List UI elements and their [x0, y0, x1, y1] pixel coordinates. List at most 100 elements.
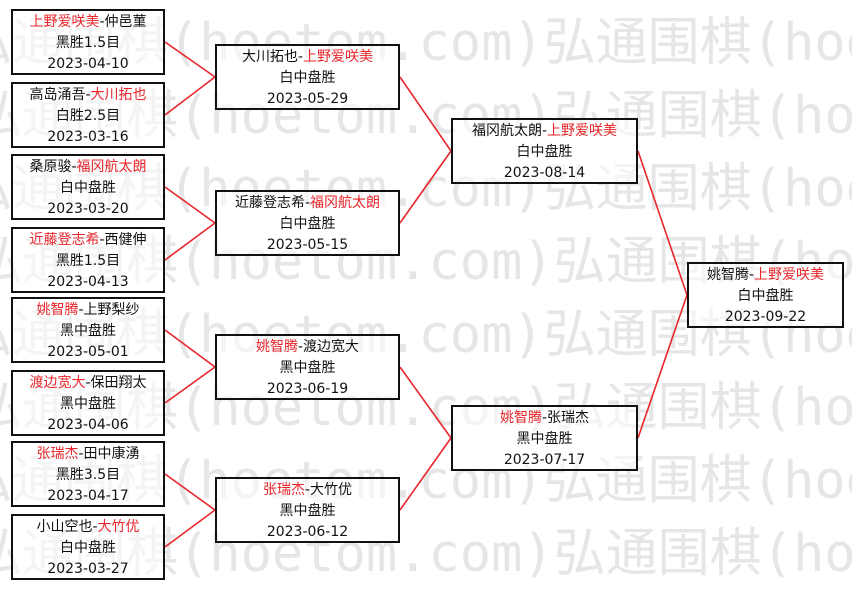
match-players: 姚智腾-张瑞杰 [453, 408, 636, 429]
connector-r1-2 [164, 76, 216, 116]
player-separator: - [304, 482, 311, 498]
player-2-name: 福冈航太朗 [76, 159, 147, 175]
match-box-r1-7: 张瑞杰-田中康湧黑胜3.5目 2023-04-17 [11, 441, 165, 507]
match-date: 2023-04-13 [47, 274, 129, 290]
match-players: 上野爱咲美-仲邑菫 [13, 12, 163, 33]
connector-r1-8 [164, 509, 216, 548]
player-1-name: 姚智腾 [255, 339, 298, 355]
match-date: 2023-06-19 [266, 381, 349, 397]
match-players: 姚智腾-渡边宽大 [217, 337, 398, 358]
player-separator: - [304, 195, 311, 211]
player-1-name: 姚智腾 [706, 267, 749, 283]
player-separator: - [85, 87, 91, 103]
match-date: 2023-04-17 [47, 488, 129, 504]
player-1-name: 桑原骏 [29, 159, 72, 175]
match-players: 小山空也-大竹优 [13, 517, 163, 538]
player-1-name: 姚智腾 [499, 410, 542, 426]
connector-r1-3 [164, 186, 216, 224]
player-1-name: 近藤登志希 [29, 232, 100, 248]
match-date: 2023-05-15 [266, 237, 349, 253]
match-date: 2023-04-06 [47, 417, 129, 433]
match-players: 福冈航太朗-上野爱咲美 [453, 121, 636, 142]
match-players: 渡边宽大-保田翔太 [13, 373, 163, 394]
match-players: 近藤登志希-福冈航太朗 [217, 193, 398, 214]
match-date: 2023-03-20 [47, 201, 129, 217]
player-separator: - [78, 446, 84, 462]
player-1-name: 福冈航太朗 [471, 123, 542, 139]
connector-r1-7 [164, 473, 216, 511]
match-result: 黑胜1.5目 [55, 35, 121, 51]
player-1-name: 大川拓也 [241, 49, 298, 65]
match-box-r2-2: 近藤登志希-福冈航太朗白中盘胜 2023-05-15 [215, 190, 400, 256]
connector-r1-4 [164, 222, 216, 261]
match-players: 姚智腾-上野爱咲美 [689, 265, 842, 286]
player-2-name: 上野爱咲美 [754, 267, 825, 283]
match-box-r2-3: 姚智腾-渡边宽大黑中盘胜 2023-06-19 [215, 334, 400, 400]
player-1-name: 张瑞杰 [36, 446, 79, 462]
match-date: 2023-03-16 [47, 129, 129, 145]
player-1-name: 张瑞杰 [262, 482, 305, 498]
player-2-name: 保田翔太 [90, 375, 147, 391]
match-result: 白中盘胜 [60, 180, 116, 196]
player-separator: - [748, 267, 755, 283]
player-separator: - [541, 123, 548, 139]
match-box-r1-1: 上野爱咲美-仲邑菫黑胜1.5目 2023-04-10 [11, 9, 165, 75]
match-box-r1-2: 高岛涌吾-大川拓也白胜2.5目 2023-03-16 [11, 82, 165, 148]
match-result: 黑中盘胜 [516, 431, 573, 447]
connector-r1-5 [164, 329, 216, 368]
match-result: 白胜2.5目 [55, 108, 121, 124]
match-result: 白中盘胜 [60, 540, 116, 556]
match-result: 白中盘胜 [516, 144, 573, 160]
connector-r3-2 [637, 294, 688, 439]
match-result: 白中盘胜 [279, 70, 336, 86]
match-box-r1-8: 小山空也-大竹优白中盘胜 2023-03-27 [11, 514, 165, 580]
match-result: 白中盘胜 [737, 288, 794, 304]
match-box-r1-6: 渡边宽大-保田翔太黑中盘胜 2023-04-06 [11, 370, 165, 436]
match-date: 2023-07-17 [503, 452, 586, 468]
player-2-name: 仲邑菫 [104, 14, 147, 30]
connector-r2-1 [399, 76, 452, 152]
match-date: 2023-04-10 [47, 56, 129, 72]
connector-r2-2 [399, 150, 452, 224]
match-result: 白中盘胜 [279, 216, 336, 232]
player-separator: - [99, 232, 105, 248]
player-2-name: 上野梨纱 [83, 302, 140, 318]
connector-r2-4 [399, 437, 452, 511]
match-date: 2023-09-22 [724, 309, 807, 325]
player-2-name: 大竹优 [310, 482, 353, 498]
player-2-name: 西健伸 [104, 232, 147, 248]
match-players: 张瑞杰-田中康湧 [13, 444, 163, 465]
player-2-name: 福冈航太朗 [310, 195, 381, 211]
match-result: 黑中盘胜 [60, 323, 116, 339]
player-separator: - [541, 410, 548, 426]
player-2-name: 田中康湧 [83, 446, 140, 462]
player-separator: - [297, 49, 304, 65]
match-box-r3-2: 姚智腾-张瑞杰黑中盘胜 2023-07-17 [451, 405, 638, 471]
match-players: 桑原骏-福冈航太朗 [13, 157, 163, 178]
match-players: 高岛涌吾-大川拓也 [13, 85, 163, 106]
match-players: 大川拓也-上野爱咲美 [217, 47, 398, 68]
match-date: 2023-03-27 [47, 561, 129, 577]
player-2-name: 大竹优 [97, 519, 140, 535]
player-1-name: 渡边宽大 [29, 375, 86, 391]
player-2-name: 张瑞杰 [547, 410, 590, 426]
player-1-name: 近藤登志希 [234, 195, 305, 211]
match-result: 黑中盘胜 [279, 360, 336, 376]
player-1-name: 小山空也 [36, 519, 93, 535]
match-result: 黑中盘胜 [279, 503, 336, 519]
player-separator: - [78, 302, 84, 318]
player-1-name: 高岛涌吾 [29, 87, 86, 103]
match-result: 黑胜3.5目 [55, 467, 121, 483]
match-players: 近藤登志希-西健伸 [13, 230, 163, 251]
player-2-name: 渡边宽大 [303, 339, 360, 355]
match-date: 2023-05-01 [47, 344, 129, 360]
player-2-name: 上野爱咲美 [303, 49, 374, 65]
player-1-name: 姚智腾 [36, 302, 79, 318]
player-2-name: 大川拓也 [90, 87, 147, 103]
match-result: 黑中盘胜 [60, 396, 116, 412]
